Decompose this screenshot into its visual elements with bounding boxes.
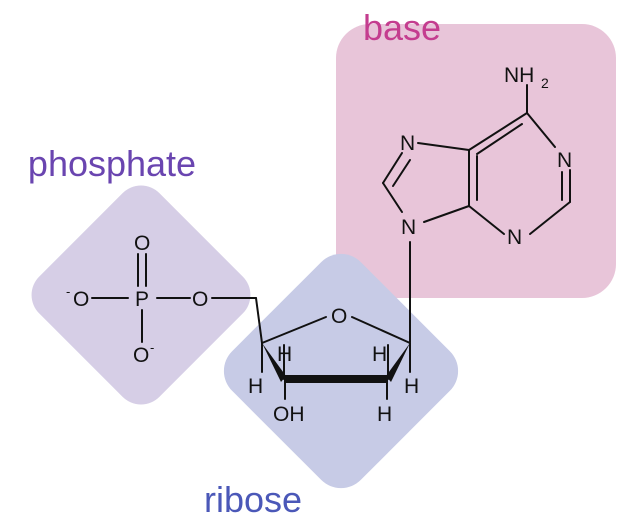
phosphate-bottom-o-label: O xyxy=(133,344,149,367)
phosphate-double-o-label: O xyxy=(134,232,150,255)
phosphate-region xyxy=(31,185,251,405)
base-n7-label: N xyxy=(400,132,415,155)
phosphate-left-o-label: O xyxy=(73,288,89,311)
phosphate-left-charge: - xyxy=(66,284,70,299)
base-n3-label: N xyxy=(507,226,522,249)
phosphorus-label: P xyxy=(135,288,149,311)
ribose-h-c2: H xyxy=(377,403,392,426)
base-n9-label: N xyxy=(401,216,416,239)
adenine-bonds xyxy=(382,84,571,343)
phosphate-label: phosphate xyxy=(28,143,196,184)
ribose-h-c4-lower: H xyxy=(248,375,263,398)
amino-subscript-2: 2 xyxy=(541,75,549,91)
phosphate-bonds xyxy=(91,253,263,344)
ester-o-label: O xyxy=(192,288,208,311)
ribose-region xyxy=(223,253,459,489)
amino-nh-label: NH xyxy=(504,64,534,87)
base-n1-label: N xyxy=(557,149,572,172)
ribose-h-c1-upper: H xyxy=(372,343,387,366)
base-label: base xyxy=(363,7,441,48)
phosphate-bottom-charge: - xyxy=(150,340,154,355)
ribose-label: ribose xyxy=(204,479,302,520)
ribose-oh-label: OH xyxy=(273,403,305,426)
ribose-bonds xyxy=(261,316,411,400)
ribose-h-c4-upper: H xyxy=(277,343,292,366)
ribose-ring-o-label: O xyxy=(331,305,347,328)
ribose-h-c1-lower: H xyxy=(404,375,419,398)
